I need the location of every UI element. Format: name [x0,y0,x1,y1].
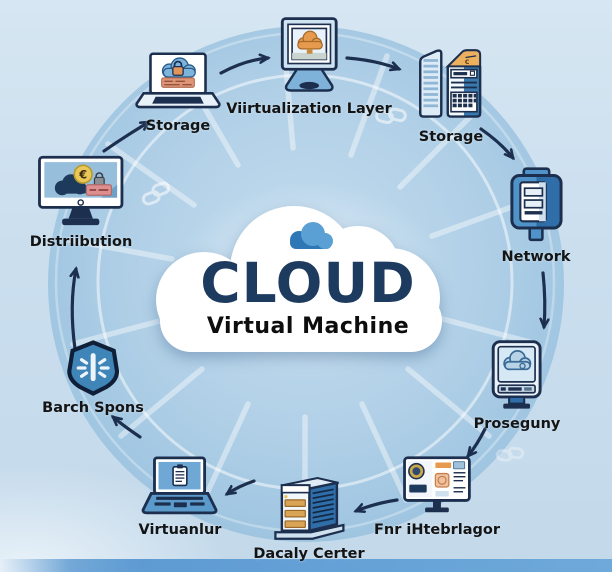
node-virtualization-layer: Viirtualization Layer [226,17,392,117]
server-rack-icon [273,477,345,540]
node-label: Virtuanlur [138,522,222,538]
arrow-virtuanlur-to-barch [113,417,142,439]
node-dacaly-certer: Dacaly Certer [253,474,365,562]
node-label: Barch Spons [42,400,144,416]
node-barch-spons: Barch Spons [42,340,144,416]
node-label: Proseguny [473,416,561,432]
node-fnr-ihtebrlagor: Fnr iHtebrlagor [374,456,500,538]
node-label: Storage [418,129,484,145]
node-storage-servers: c Storage [417,45,485,145]
node-label: Storage [145,118,211,134]
coin-glyph: € [78,168,87,181]
node-storage-laptop: Storage [135,52,221,134]
monitor-orange-cloud-icon [280,17,338,92]
node-label: Dacaly Certer [253,546,365,562]
node-label: Distriibution [29,234,133,250]
bottom-band [0,559,612,572]
arrow-storage-to-virtualization [219,58,268,75]
arrow-storage2-to-network [479,127,513,158]
node-label: Fnr iHtebrlagor [373,522,501,538]
node-network: Network [501,167,571,265]
cloud-shape [156,206,442,352]
arrow-virtualization-to-storage2 [345,56,399,69]
arrow-proseguny-to-fnr [468,427,487,456]
node-label: Viirtualization Layer [226,101,392,117]
arrow-fnr-to-dacaly [356,498,399,511]
arrow-dacaly-to-virtuanlur [227,479,256,494]
monitor-blue-cloud-icon [492,340,542,409]
server-towers-icon: c [419,49,482,118]
network-device-icon [509,167,563,242]
node-virtuanlur: Virtuanlur [138,456,222,538]
laptop-clipboard-icon [142,456,218,515]
cloud-subtitle: Virtual Machine [206,314,410,339]
arrow-distribution-to-storage [102,120,149,153]
center-cloud: CLOUD Virtual Machine [146,206,470,358]
node-distriibution: € Distriibution [29,154,133,250]
node-label: Network [501,249,571,265]
arrow-barch-to-distribution [72,269,76,351]
dashboard-monitor-icon [403,456,471,513]
shield-burst-icon [67,340,119,396]
cloud-title: CLOUD [200,251,416,315]
node-proseguny: Proseguny [473,340,561,432]
monitor-finance-icon: € [38,155,124,226]
server-top-glyph: c [465,56,470,66]
cloud-icon [290,222,333,249]
laptop-cloud-lock-icon [135,52,221,109]
arrow-network-to-proseguny [543,271,545,327]
